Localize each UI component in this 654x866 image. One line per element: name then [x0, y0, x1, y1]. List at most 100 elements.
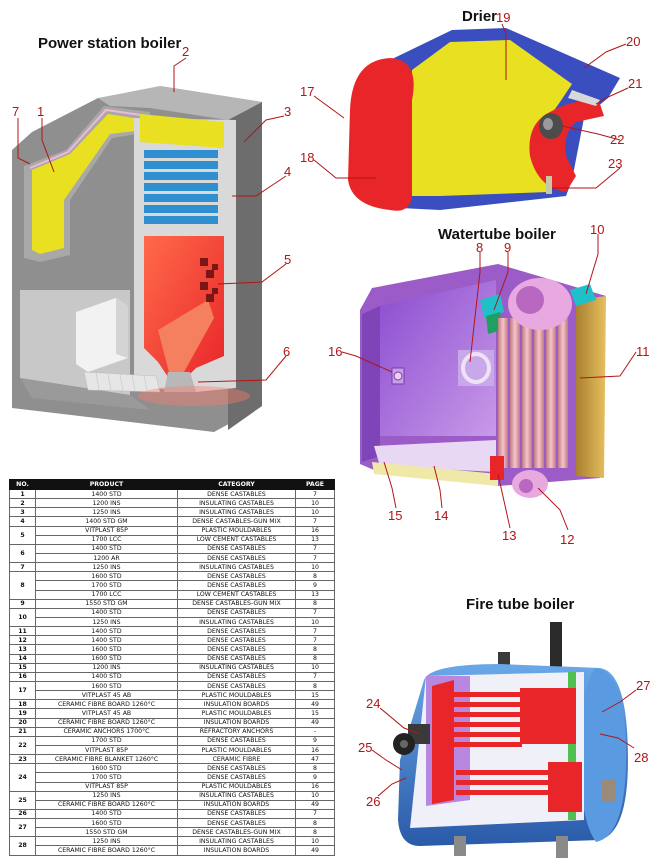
- product-cell: 1550 STD GM: [35, 598, 178, 609]
- category-cell: DENSE CASTABLES: [177, 818, 296, 829]
- category-cell: DENSE CASTABLES: [177, 808, 296, 820]
- page-cell: 10: [295, 836, 335, 847]
- category-cell: DENSE CASTABLES: [177, 580, 296, 591]
- category-cell: INSULATION BOARDS: [177, 699, 296, 710]
- page-cell: 9: [295, 580, 335, 591]
- category-cell: INSULATING CASTABLES: [177, 790, 296, 801]
- stairs: [83, 371, 161, 393]
- page-cell: 8: [295, 827, 335, 838]
- category-cell: INSULATING CASTABLES: [177, 562, 296, 573]
- category-cell: CERAMIC FIBRE: [177, 754, 296, 765]
- category-cell: INSULATING CASTABLES: [177, 616, 296, 628]
- row-number: 9: [9, 598, 36, 609]
- tube-banks: [144, 150, 218, 224]
- category-cell: PLASTIC MOULDABLES: [177, 781, 296, 792]
- product-cell: 1600 STD: [35, 763, 178, 774]
- page-cell: 7: [295, 626, 335, 637]
- product-cell: VITPLAST 85P: [35, 781, 178, 792]
- row-number: 19: [9, 708, 36, 719]
- callout-16: 16: [328, 344, 342, 359]
- category-cell: INSULATION BOARDS: [177, 845, 296, 856]
- product-cell: 1400 STD: [35, 626, 178, 637]
- product-cell: 1700 STD: [35, 772, 178, 783]
- page-cell: 8: [295, 818, 335, 829]
- product-cell: VITPLAST 85P: [35, 744, 178, 756]
- fire-tube-boiler: [393, 622, 628, 858]
- page-cell: 8: [295, 653, 335, 664]
- category-cell: REFRACTORY ANCHORS: [177, 726, 296, 737]
- page-cell: 7: [295, 552, 335, 564]
- callout-6: 6: [283, 344, 290, 359]
- concrete-right-face: [228, 102, 262, 430]
- callout-9: 9: [504, 240, 511, 255]
- callout-4: 4: [284, 164, 291, 179]
- callout-27: 27: [636, 678, 650, 693]
- burners: [200, 258, 218, 302]
- page-cell: 8: [295, 763, 335, 774]
- row-number: 4: [9, 516, 36, 527]
- category-cell: LOW CEMENT CASTABLES: [177, 534, 296, 545]
- product-cell: 1600 STD: [35, 571, 178, 582]
- callout-23: 23: [608, 156, 622, 171]
- category-cell: DENSE CASTABLES: [177, 607, 296, 618]
- water-tubes: [498, 318, 568, 468]
- row-number: 3: [9, 507, 36, 518]
- header-product: PRODUCT: [35, 479, 178, 490]
- callout-13: 13: [502, 528, 516, 543]
- category-cell: DENSE CASTABLES: [177, 772, 296, 783]
- category-cell: INSULATION BOARDS: [177, 799, 296, 810]
- row-number: 27: [9, 818, 36, 838]
- category-cell: INSULATING CASTABLES: [177, 498, 296, 509]
- page-cell: 10: [295, 562, 335, 573]
- callout-22: 22: [610, 132, 624, 147]
- product-cell: CERAMIC FIBRE BOARD 1260°C: [35, 717, 178, 728]
- duct-yellow-lining: [32, 114, 146, 254]
- product-cell: 1400 STD: [35, 543, 178, 554]
- page-cell: 7: [295, 543, 335, 554]
- upper-drum-end: [516, 286, 544, 314]
- callout-1: 1: [37, 104, 44, 119]
- header-page: PAGE: [295, 479, 335, 490]
- page-cell: -: [295, 726, 335, 737]
- category-cell: DENSE CASTABLES: [177, 653, 296, 664]
- category-cell: DENSE CASTABLES: [177, 635, 296, 646]
- callout-12: 12: [560, 532, 574, 547]
- lower-room-floor: [20, 378, 150, 410]
- category-cell: DENSE CASTABLES-GUN MIX: [177, 598, 296, 609]
- drier-anchor-strip: [568, 90, 600, 106]
- category-cell: DENSE CASTABLES: [177, 571, 296, 582]
- product-cell: 1600 STD: [35, 680, 178, 692]
- inspection-ring: [461, 352, 491, 384]
- fire-tubes-upper: [444, 692, 522, 747]
- watertube-gold-wall: [576, 296, 606, 478]
- product-cell: CERAMIC FIBRE BOARD 1260°C: [35, 699, 178, 710]
- row-number: 13: [9, 644, 36, 655]
- page-cell: 7: [295, 671, 335, 682]
- row-number: 24: [9, 763, 36, 792]
- category-cell: DENSE CASTABLES: [177, 552, 296, 564]
- category-cell: DENSE CASTABLES-GUN MIX: [177, 827, 296, 838]
- callout-18: 18: [300, 150, 314, 165]
- page-cell: 15: [295, 690, 335, 701]
- callout-21: 21: [628, 76, 642, 91]
- callout-2: 2: [182, 44, 189, 59]
- drier-title: Drier: [462, 8, 498, 25]
- hopper-outlet: [164, 372, 196, 392]
- row-number: 22: [9, 735, 36, 756]
- row-number: 6: [9, 543, 36, 564]
- page-cell: 7: [295, 488, 335, 500]
